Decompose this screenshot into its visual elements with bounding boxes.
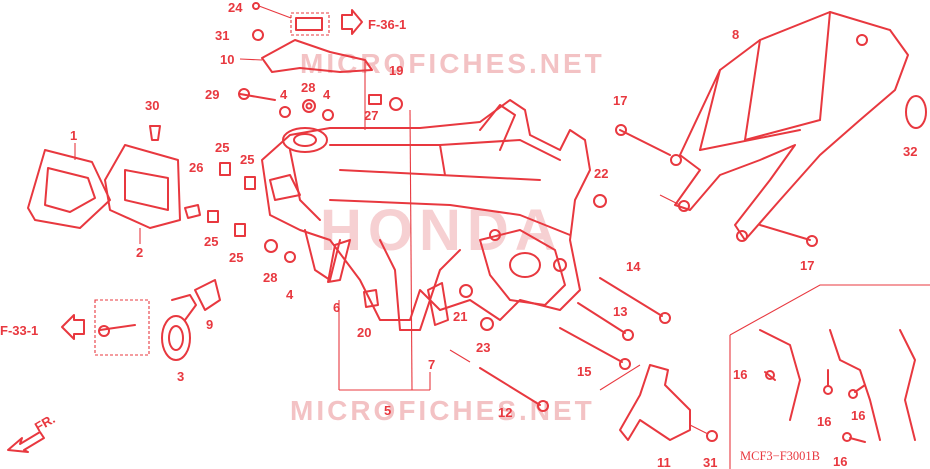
lower-rear-bracket[interactable] bbox=[619, 364, 718, 442]
callout-19: 19 bbox=[389, 63, 403, 78]
callout-12: 12 bbox=[498, 405, 512, 420]
callout-16: 16 bbox=[733, 367, 747, 382]
reference-arrow-left[interactable]: F-33-1 bbox=[0, 314, 85, 340]
callout-labels: 24 31 10 29 4 28 4 19 27 30 1 2 25 25 26… bbox=[70, 0, 917, 469]
callout-9: 9 bbox=[206, 317, 213, 332]
front-direction-arrow: FR. bbox=[7, 411, 58, 453]
callout-11: 11 bbox=[657, 455, 671, 469]
callout-22: 22 bbox=[594, 166, 608, 181]
callout-31: 31 bbox=[703, 455, 717, 469]
callout-31: 31 bbox=[215, 28, 229, 43]
reference-left-label: F-33-1 bbox=[0, 323, 38, 338]
leader-lines bbox=[74, 60, 681, 391]
callout-16: 16 bbox=[833, 454, 847, 469]
callout-2: 2 bbox=[136, 245, 143, 260]
callout-13: 13 bbox=[613, 304, 627, 319]
callout-1: 1 bbox=[70, 128, 77, 143]
callout-30: 30 bbox=[145, 98, 159, 113]
horn-assembly[interactable] bbox=[94, 279, 221, 361]
watermark-bottom: MICROFICHES.NET bbox=[290, 395, 595, 426]
callout-24: 24 bbox=[228, 0, 243, 15]
rear-subframe[interactable] bbox=[615, 11, 927, 247]
callout-14: 14 bbox=[626, 259, 641, 274]
callout-8: 8 bbox=[732, 27, 739, 42]
direction-label: FR. bbox=[32, 411, 58, 434]
top-bracket-assembly[interactable] bbox=[239, 2, 373, 73]
watermark-top: MICROFICHES.NET bbox=[300, 48, 605, 79]
callout-16: 16 bbox=[851, 408, 865, 423]
inset-detail[interactable]: MCF3−F3001B bbox=[729, 284, 930, 469]
callout-25: 25 bbox=[240, 152, 254, 167]
callout-25: 25 bbox=[215, 140, 229, 155]
callout-32: 32 bbox=[903, 144, 917, 159]
callout-28: 28 bbox=[301, 80, 315, 95]
callout-4: 4 bbox=[286, 287, 294, 302]
callout-3: 3 bbox=[177, 369, 184, 384]
frame-small-parts[interactable] bbox=[149, 88, 607, 331]
callout-21: 21 bbox=[453, 309, 467, 324]
main-frame[interactable] bbox=[261, 99, 591, 331]
reference-arrow-top[interactable]: F-36-1 bbox=[341, 9, 406, 35]
long-bolts[interactable] bbox=[479, 277, 671, 412]
callout-4: 4 bbox=[323, 87, 331, 102]
callout-5: 5 bbox=[384, 403, 391, 418]
front-cover-2[interactable] bbox=[104, 144, 181, 229]
callout-6: 6 bbox=[333, 300, 340, 315]
callout-7: 7 bbox=[428, 357, 435, 372]
callout-28: 28 bbox=[263, 270, 277, 285]
reference-top-label: F-36-1 bbox=[368, 17, 406, 32]
callout-20: 20 bbox=[357, 325, 371, 340]
diagram-code: MCF3−F3001B bbox=[740, 449, 820, 463]
callout-4: 4 bbox=[280, 87, 288, 102]
callout-17: 17 bbox=[613, 93, 627, 108]
callout-25: 25 bbox=[229, 250, 243, 265]
callout-15: 15 bbox=[577, 364, 591, 379]
front-cover-1[interactable] bbox=[27, 149, 111, 229]
callout-16: 16 bbox=[817, 414, 831, 429]
callout-17: 17 bbox=[800, 258, 814, 273]
callout-29: 29 bbox=[205, 87, 219, 102]
callout-26: 26 bbox=[189, 160, 203, 175]
callout-10: 10 bbox=[220, 52, 234, 67]
callout-25: 25 bbox=[204, 234, 218, 249]
callout-27: 27 bbox=[364, 108, 378, 123]
callout-23: 23 bbox=[476, 340, 490, 355]
